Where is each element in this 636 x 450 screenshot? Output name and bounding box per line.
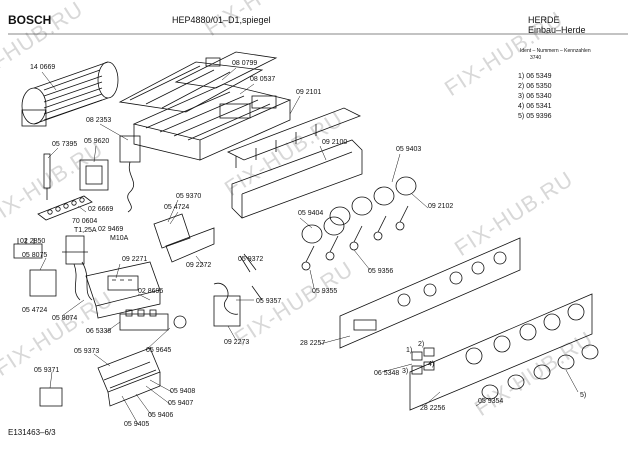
spring-clip — [239, 253, 263, 301]
switch-panel-bracket — [227, 107, 363, 219]
relay-block — [79, 159, 109, 191]
bracket — [165, 227, 215, 263]
part-label: 5) — [580, 392, 587, 399]
part-label: 05 9373 — [74, 348, 100, 355]
capacitor — [29, 269, 57, 297]
variant-key: 5) — [518, 113, 525, 120]
variant-key: 3) — [518, 93, 525, 100]
part-label: 08 0799 — [232, 60, 258, 67]
part-label: 09 2273 — [224, 339, 250, 346]
variant-row: 1) 06 5349 — [518, 72, 552, 82]
top-cover-plates — [118, 51, 278, 113]
thermostat-capillary — [119, 135, 141, 213]
switch-cover — [153, 213, 191, 249]
ident-code: 3740 — [530, 55, 542, 61]
variant-row: 4) 06 5341 — [518, 102, 552, 112]
variant-key: 4) — [518, 103, 525, 110]
part-label: 05 9404 — [298, 210, 324, 217]
connector-strip — [13, 238, 43, 259]
part-label: 02 2850 — [20, 238, 46, 245]
part-label: 02 9469 — [98, 226, 124, 233]
switch-shafts — [301, 205, 409, 271]
part-label: 09 2101 — [296, 89, 322, 96]
part-label: 09 2271 — [122, 256, 148, 263]
category-title: HERDE — [528, 15, 560, 25]
part-label: 28 2256 — [420, 405, 446, 412]
part-label: 05 9371 — [34, 367, 60, 374]
variant-number: 06 5340 — [526, 93, 552, 100]
variant-list: 1) 06 5349 2) 06 5350 3) 06 5340 4) 06 5… — [518, 72, 552, 122]
fuse-holder — [62, 235, 88, 265]
part-label: 09 2102 — [428, 203, 454, 210]
part-label: 05 4724 — [164, 204, 190, 211]
electronic-clock — [85, 261, 161, 319]
part-label: 05 7395 — [52, 141, 78, 148]
leader-lines — [39, 67, 579, 425]
button-caps — [411, 347, 435, 375]
variant-number: 06 5341 — [526, 103, 552, 110]
brand-logo: BOSCH — [8, 13, 52, 27]
front-knobs — [481, 344, 599, 400]
part-label: M10A — [110, 235, 129, 242]
variant-row: 2) 06 5350 — [518, 82, 552, 92]
variant-key: 2) — [518, 83, 525, 90]
part-label: 05 9356 — [368, 268, 394, 275]
inner-fascia-panel — [339, 237, 521, 349]
part-label: 4) — [428, 361, 435, 368]
part-label: 05 9645 — [146, 347, 172, 354]
variant-number: 06 5349 — [526, 73, 552, 80]
part-label: 02 6669 — [88, 206, 114, 213]
part-label: 06 5338 — [86, 328, 112, 335]
selector-switch-assembly — [132, 83, 292, 161]
variant-key: 1) — [518, 73, 525, 80]
variant-number: 06 5350 — [526, 83, 552, 90]
part-label: 1) — [406, 347, 413, 354]
subcategory-title: Einbau–Herde — [528, 25, 586, 35]
part-label: 05 9406 — [148, 412, 174, 419]
variant-number: 05 9396 — [526, 113, 552, 120]
part-label: 06 5348 — [374, 370, 400, 377]
part-label: 09 2100 — [322, 139, 348, 146]
part-label: 05 8074 — [52, 315, 78, 322]
part-label: 28 2257 — [300, 340, 326, 347]
part-label: 05 8075 — [22, 252, 48, 259]
part-label: 05 9355 — [312, 288, 338, 295]
part-label: 09 2272 — [186, 262, 212, 269]
fuse — [43, 153, 51, 200]
part-label: 05 9620 — [84, 138, 110, 145]
part-label: 05 9372 — [238, 256, 264, 263]
part-label: 70 0604 — [72, 218, 98, 225]
model-title: HEP4880/01–D1,spiegel — [172, 15, 271, 25]
cable-loom — [213, 282, 241, 327]
blower-fan — [21, 61, 119, 127]
part-label: T1,25A — [74, 227, 97, 234]
variant-row: 5) 05 9396 — [518, 112, 552, 122]
push-switch-block — [119, 309, 187, 331]
part-label: 3) — [402, 368, 409, 375]
part-label: 08 0537 — [250, 76, 276, 83]
part-label: 05 9357 — [256, 298, 282, 305]
part-label: 05 9403 — [396, 146, 422, 153]
lower-switch-block — [39, 347, 161, 407]
part-label: 02 8696 — [138, 288, 164, 295]
outer-fascia-panel — [409, 293, 593, 411]
part-label: 08 2353 — [86, 117, 112, 124]
part-label: 05 9354 — [478, 398, 504, 405]
part-label: 2) — [418, 341, 425, 348]
part-label: 05 4724 — [22, 307, 48, 314]
ident-label: Ident – Nummern – Kennzahlen — [520, 48, 591, 54]
variant-row: 3) 06 5340 — [518, 92, 552, 102]
part-label: 05 9408 — [170, 388, 196, 395]
part-label: 14 0669 — [30, 64, 56, 71]
document-code: E131463–6/3 — [8, 428, 56, 437]
part-label: 05 9370 — [176, 193, 202, 200]
part-label: 05 9405 — [124, 421, 150, 428]
control-knobs — [301, 176, 417, 244]
part-label: 05 9407 — [168, 400, 194, 407]
terminal-block — [37, 195, 93, 221]
wiring-harness — [73, 261, 93, 301]
